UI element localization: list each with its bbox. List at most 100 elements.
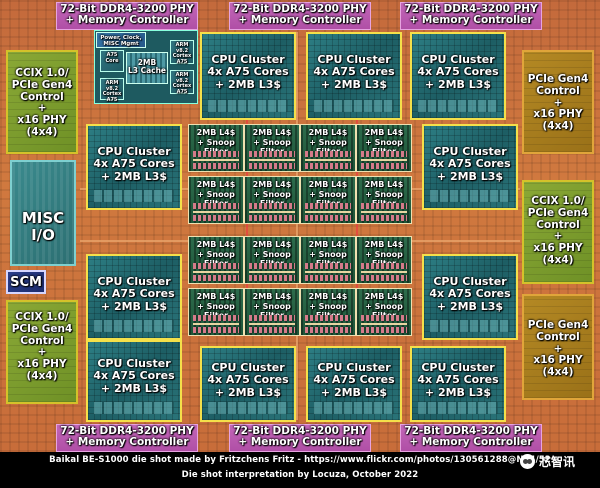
cpu-line2: 4x A75 Cores xyxy=(313,373,395,387)
sram-bank xyxy=(193,327,239,333)
cortex-label: Cortex A75 xyxy=(102,91,122,103)
ccix-line3: Control xyxy=(536,218,580,231)
l3-cache-label: L3 Cache xyxy=(127,66,167,76)
sram-bank xyxy=(193,163,239,169)
sram-divider xyxy=(249,271,295,273)
sram-bank xyxy=(249,327,295,333)
sram-divider xyxy=(361,159,407,161)
l4-line1: 2MB L4$ xyxy=(252,240,292,249)
sram-bank xyxy=(305,263,351,269)
pcie-line4: x16 PHY xyxy=(533,354,583,367)
cortex-label: Cortex A75 xyxy=(172,83,192,95)
cpu-line3: + 2MB L3$ xyxy=(436,299,504,313)
cpu-line1: CPU Cluster xyxy=(97,275,171,288)
cpu-line1: CPU Cluster xyxy=(317,53,391,66)
l4-snoop-filter-block: 2MB L4$+ Snoop Filter xyxy=(356,124,412,172)
l4-line1: 2MB L4$ xyxy=(252,292,292,301)
cpu-line3: + 2MB L3$ xyxy=(320,77,388,91)
arm-label: ARM v8.2 xyxy=(175,72,189,84)
sram-bank xyxy=(361,275,407,281)
sram-divider xyxy=(305,271,351,273)
core-array xyxy=(94,190,174,202)
cortex-label: Cortex A75 xyxy=(172,53,192,65)
cpu-line3: + 2MB L3$ xyxy=(100,169,168,183)
sram-bank xyxy=(249,151,295,157)
sram-bank xyxy=(249,315,295,321)
l4-snoop-filter-block: 2MB L4$+ Snoop Filter xyxy=(244,288,300,336)
watermark-text: 芯智讯 xyxy=(539,454,576,469)
core-array xyxy=(418,100,498,112)
l4-snoop-filter-block: 2MB L4$+ Snoop Filter xyxy=(188,124,244,172)
cpu-line2: 4x A75 Cores xyxy=(429,157,511,171)
sram-bank xyxy=(249,215,295,221)
sram-divider xyxy=(193,211,239,213)
cpu-line2: 4x A75 Cores xyxy=(429,287,511,301)
cpu-line3: + 2MB L3$ xyxy=(214,385,282,399)
l4-line1: 2MB L4$ xyxy=(364,128,404,137)
ccix-line6: (4x4) xyxy=(542,253,574,266)
ddr-label-line1: 72-Bit DDR4-3200 PHY xyxy=(233,425,367,437)
sram-bank xyxy=(193,263,239,269)
misc-io-block: MISC I/O xyxy=(10,160,76,266)
cpu-line2: 4x A75 Cores xyxy=(417,373,499,387)
l4-snoop-filter-block: 2MB L4$+ Snoop Filter xyxy=(300,288,356,336)
cpu-line1: CPU Cluster xyxy=(421,53,495,66)
cpu-line3: + 2MB L3$ xyxy=(214,77,282,91)
l4-line1: 2MB L4$ xyxy=(252,128,292,137)
power-clock-label: Power, Clock, xyxy=(100,35,142,41)
cpu-line1: CPU Cluster xyxy=(97,357,171,370)
pcie-right-bottom: PCIe Gen4 Control + x16 PHY (4x4) xyxy=(522,294,594,400)
pcie-line2: Control xyxy=(536,330,580,343)
sram-bank xyxy=(305,151,351,157)
ddr-controller-top-left: 72-Bit DDR4-3200 PHY+ Memory Controller xyxy=(56,2,198,30)
ccix-line3: Control xyxy=(20,90,64,103)
l4-line1: 2MB L4$ xyxy=(308,240,348,249)
core-array xyxy=(94,320,174,332)
ccix-line5: x16 PHY xyxy=(17,358,67,370)
l4-snoop-filter-block: 2MB L4$+ Snoop Filter xyxy=(188,176,244,224)
l4-line1: 2MB L4$ xyxy=(308,292,348,301)
core-label: Core xyxy=(105,57,119,64)
cpu-line1: CPU Cluster xyxy=(211,53,285,66)
ddr-controller-bottom-right: 72-Bit DDR4-3200 PHY+ Memory Controller xyxy=(400,424,542,452)
sram-divider xyxy=(361,323,407,325)
cpu-line2: 4x A75 Cores xyxy=(93,157,175,171)
ccix-line2: PCIe Gen4 xyxy=(11,322,73,335)
credits-bar xyxy=(0,452,600,488)
cpu-line2: 4x A75 Cores xyxy=(313,65,395,79)
l4-line1: 2MB L4$ xyxy=(196,240,236,249)
pcie-line3: + xyxy=(553,96,563,109)
sram-divider xyxy=(361,271,407,273)
ccix-line1: CCIX 1.0/ xyxy=(531,195,585,207)
ddr-label-line2: + Memory Controller xyxy=(238,436,362,449)
sram-bank xyxy=(193,275,239,281)
sram-bank xyxy=(305,215,351,221)
ddr-controller-bottom-center: 72-Bit DDR4-3200 PHY+ Memory Controller xyxy=(229,424,371,452)
sram-bank xyxy=(361,163,407,169)
sram-divider xyxy=(193,159,239,161)
cpu-line3: + 2MB L3$ xyxy=(100,381,168,395)
ccix-line4: + xyxy=(37,346,47,359)
pcie-line4: x16 PHY xyxy=(533,108,583,121)
ccix-line4: + xyxy=(37,102,47,115)
ccix-line6: (4x4) xyxy=(26,369,58,382)
core-array xyxy=(314,100,394,112)
sram-bank xyxy=(361,203,407,209)
ccix-line1: CCIX 1.0/ xyxy=(15,311,69,323)
cpu-line1: CPU Cluster xyxy=(211,361,285,374)
l4-line1: 2MB L4$ xyxy=(308,180,348,189)
l4-line1: 2MB L4$ xyxy=(364,240,404,249)
cpu-line1: CPU Cluster xyxy=(433,275,507,288)
wechat-logo-icon xyxy=(520,453,535,469)
l4-snoop-filter-block: 2MB L4$+ Snoop Filter xyxy=(300,236,356,284)
